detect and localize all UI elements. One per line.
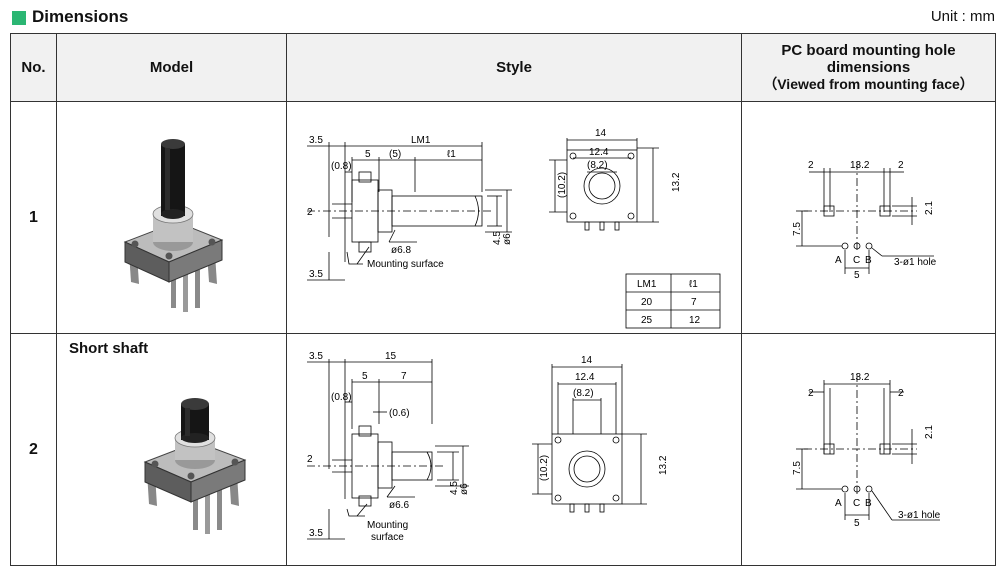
- lm-table-header-l1: ℓ1: [689, 279, 698, 290]
- dim-5-paren: (5): [389, 149, 401, 160]
- front-dim-8-2: (8.2): [587, 160, 608, 171]
- front-dim-8-2: (8.2): [573, 388, 594, 399]
- header-style: Style: [286, 33, 742, 102]
- front-dim-12-4: 12.4: [589, 147, 609, 158]
- row-number: 1: [10, 101, 57, 334]
- pcb-hole-drawing: 13.2 2 2 2.1 7.5 A C B 5 3-ø1 hole: [792, 160, 937, 281]
- style-cell: 3.5 LM1 5 (5) ℓ1 (0.8) 2 ø6.8 4.5 ø6 3.5…: [286, 101, 742, 334]
- pcb-dim-7-5: 7.5: [792, 461, 803, 475]
- dim-3-5-top: 3.5: [309, 135, 323, 146]
- model-variant-label: Short shaft: [69, 340, 149, 357]
- dim-0-8: (0.8): [331, 161, 352, 172]
- table-row: 1: [10, 101, 996, 334]
- dim-l1: ℓ1: [447, 149, 456, 160]
- pin-c-label: C: [853, 498, 860, 509]
- pcb-dim-13-2: 13.2: [850, 372, 870, 383]
- dim-diameter: ø6.8: [391, 245, 411, 256]
- dim-3-5-bottom: 3.5: [309, 528, 323, 539]
- lm-table-cell: 7: [691, 297, 697, 308]
- table-row: 2 Short shaft: [10, 333, 996, 566]
- section-title: Dimensions: [32, 7, 129, 26]
- dim-phi6: ø6: [459, 483, 470, 495]
- header-pcb-line3: （Viewed from mounting face）: [763, 76, 974, 92]
- mounting-label-line1: Mounting: [367, 520, 408, 531]
- pcb-dim-13-2: 13.2: [850, 160, 870, 171]
- pin-a-label: A: [835, 498, 842, 509]
- mounting-label-line2: surface: [371, 532, 404, 543]
- mounting-surface-label: Mounting surface: [367, 259, 444, 270]
- pcb-dim-2-left: 2: [808, 160, 814, 171]
- style-drawing-short-shaft: 3.5 15 5 7 (0.8) (0.6) 2 ø6.6 4.5 ø6 3.5…: [307, 351, 669, 543]
- dim-0-8: (0.8): [331, 392, 352, 403]
- pcb-hole-drawing: 13.2 2 2 2.1 7.5 A C B 5 3-ø1 hole: [792, 372, 941, 529]
- header-pcb: PC board mounting hole dimensions （Viewe…: [741, 33, 996, 102]
- pcb-cell: 13.2 2 2 2.1 7.5 A C B 5 3-ø1 hole: [741, 333, 996, 566]
- pcb-cell: 13.2 2 2 2.1 7.5 A C B 5 3-ø1 hole: [741, 101, 996, 334]
- dim-2: 2: [307, 207, 313, 218]
- style-drawing-long-shaft: 3.5 LM1 5 (5) ℓ1 (0.8) 2 ø6.8 4.5 ø6 3.5…: [307, 128, 721, 329]
- dim-4-5: 4.5: [492, 231, 503, 245]
- pin-b-label: B: [865, 498, 872, 509]
- front-dim-13-2: 13.2: [671, 172, 682, 192]
- lm-table-cell: 20: [641, 297, 653, 308]
- dim-0-6: (0.6): [389, 408, 410, 419]
- lm-table-cell: 25: [641, 315, 653, 326]
- header-model: Model: [56, 33, 287, 102]
- model-cell: Short shaft: [56, 333, 287, 566]
- pcb-dim-2-right: 2: [898, 388, 904, 399]
- pcb-dim-5: 5: [854, 518, 860, 529]
- style-cell: 3.5 15 5 7 (0.8) (0.6) 2 ø6.6 4.5 ø6 3.5…: [286, 333, 742, 566]
- front-dim-14: 14: [595, 128, 607, 139]
- unit-label: Unit : mm: [930, 8, 995, 25]
- model-cell: [56, 101, 287, 334]
- row-number: 2: [10, 333, 57, 566]
- dim-phi6: ø6: [502, 233, 513, 245]
- front-dim-12-4: 12.4: [575, 372, 595, 383]
- pcb-dim-2-right: 2: [898, 160, 904, 171]
- front-dim-10-2: (10.2): [557, 172, 568, 198]
- dim-2: 2: [307, 454, 313, 465]
- header-pcb-line1: PC board mounting hole: [781, 42, 956, 59]
- hole-label: 3-ø1 hole: [894, 257, 937, 268]
- front-dim-14: 14: [581, 355, 593, 366]
- dim-15: 15: [385, 351, 397, 362]
- dim-5: 5: [362, 371, 368, 382]
- pcb-dim-2-left: 2: [808, 388, 814, 399]
- dim-3-5-top: 3.5: [309, 351, 323, 362]
- dimensions-table: No. Model Style PC board mounting hole d…: [10, 33, 996, 566]
- pcb-dim-2-1: 2.1: [924, 201, 935, 215]
- header-no: No.: [10, 33, 57, 102]
- table-header-row: No. Model Style PC board mounting hole d…: [10, 33, 996, 102]
- pin-c-label: C: [853, 255, 860, 266]
- front-dim-10-2: (10.2): [539, 455, 550, 481]
- potentiometer-long-shaft-image: [123, 139, 224, 312]
- lm-table-cell: 12: [689, 315, 701, 326]
- dim-4-5: 4.5: [449, 481, 460, 495]
- front-dim-13-2: 13.2: [658, 455, 669, 475]
- section-header: Dimensions Unit : mm: [10, 6, 995, 30]
- dim-5: 5: [365, 149, 371, 160]
- hole-label: 3-ø1 hole: [898, 510, 941, 521]
- pcb-dim-2-1: 2.1: [924, 425, 935, 439]
- dim-diameter: ø6.6: [389, 500, 409, 511]
- header-pcb-line2: dimensions: [826, 59, 911, 76]
- pin-b-label: B: [865, 255, 872, 266]
- lm-table-header-lm1: LM1: [637, 279, 657, 290]
- dim-lm1: LM1: [411, 135, 431, 146]
- section-marker-icon: [12, 11, 26, 25]
- potentiometer-short-shaft-image: [143, 398, 247, 534]
- pcb-dim-7-5: 7.5: [792, 222, 803, 236]
- pin-a-label: A: [835, 255, 842, 266]
- dim-3-5-bottom: 3.5: [309, 269, 323, 280]
- pcb-dim-5: 5: [854, 270, 860, 281]
- dim-7: 7: [401, 371, 407, 382]
